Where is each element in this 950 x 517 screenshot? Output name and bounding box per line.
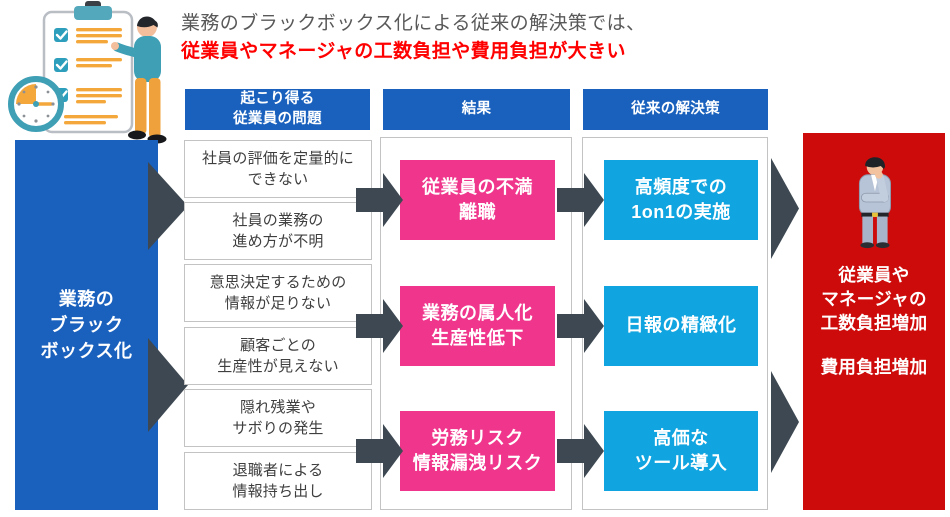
outcome-burden-labor: 従業員や マネージャの 工数負担増加 (820, 265, 928, 334)
chevron-right-icon (148, 162, 188, 250)
chevron-right-icon (148, 338, 188, 432)
arrow-right-icon (356, 299, 403, 353)
result-item: 従業員の不満 離職 (400, 160, 555, 240)
column-header-results: 結果 (383, 89, 570, 130)
result-item: 業務の属人化 生産性低下 (400, 286, 555, 366)
arrow-right-icon (557, 424, 604, 478)
clock-icon (8, 76, 64, 132)
outcome-box: 従業員や マネージャの 工数負担増加 費用負担増加 (803, 133, 945, 510)
headline-line-1: 業務のブラックボックス化による従来の解決策では、 (181, 13, 646, 34)
headline-line-2: 従業員やマネージャの工数負担や費用負担が大きい (181, 40, 626, 62)
problem-item: 隠れ残業や サボりの発生 (184, 389, 372, 447)
solution-item: 高頻度での 1on1の実施 (604, 160, 758, 240)
arrow-right-icon (356, 173, 403, 227)
source-box: 業務の ブラック ボックス化 (15, 140, 158, 510)
problem-item: 退職者による 情報持ち出し (184, 452, 372, 510)
problem-item: 社員の業務の 進め方が不明 (184, 202, 372, 260)
chevron-right-icon (771, 158, 799, 259)
checklist-clipboard-illustration (8, 1, 167, 144)
problem-item: 意思決定するための 情報が足りない (184, 264, 372, 322)
problem-item: 社員の評価を定量的に できない (184, 140, 372, 198)
result-item: 労務リスク 情報漏洩リスク (400, 411, 555, 491)
chevron-right-icon (771, 371, 799, 473)
arrow-right-icon (356, 424, 403, 478)
outcome-burden-cost: 費用負担増加 (820, 357, 928, 378)
arrow-right-icon (557, 299, 604, 353)
column-header-solutions: 従来の解決策 (583, 89, 768, 130)
column-header-problems: 起こり得る 従業員の問題 (185, 89, 370, 130)
solution-item: 日報の精緻化 (604, 286, 758, 366)
solution-item: 高価な ツール導入 (604, 411, 758, 491)
arrow-right-icon (557, 173, 604, 227)
headline: 業務のブラックボックス化による従来の解決策では、 従業員やマネージャの工数負担や… (181, 10, 821, 65)
thinking-businessman-illustration (858, 157, 891, 249)
problem-item: 顧客ごとの 生産性が見えない (184, 327, 372, 385)
